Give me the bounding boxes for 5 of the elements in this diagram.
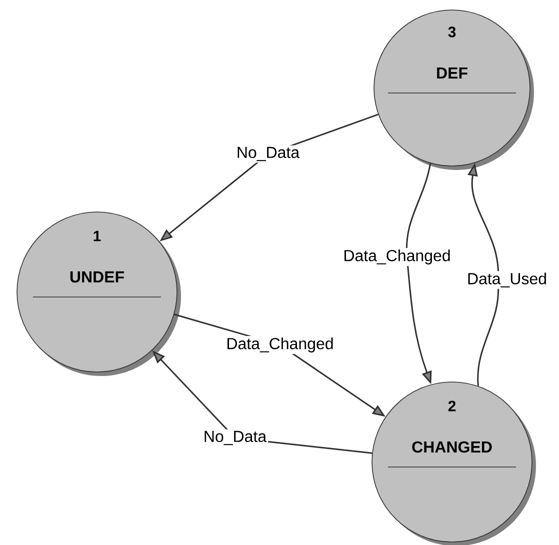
- edge-label: Data_Used: [465, 271, 549, 289]
- edge-label: Data_Changed: [342, 248, 452, 266]
- edge-label: No_Data: [234, 145, 302, 163]
- edge-label: Data_Changed: [224, 336, 336, 354]
- edge-label: No_Data: [202, 429, 268, 447]
